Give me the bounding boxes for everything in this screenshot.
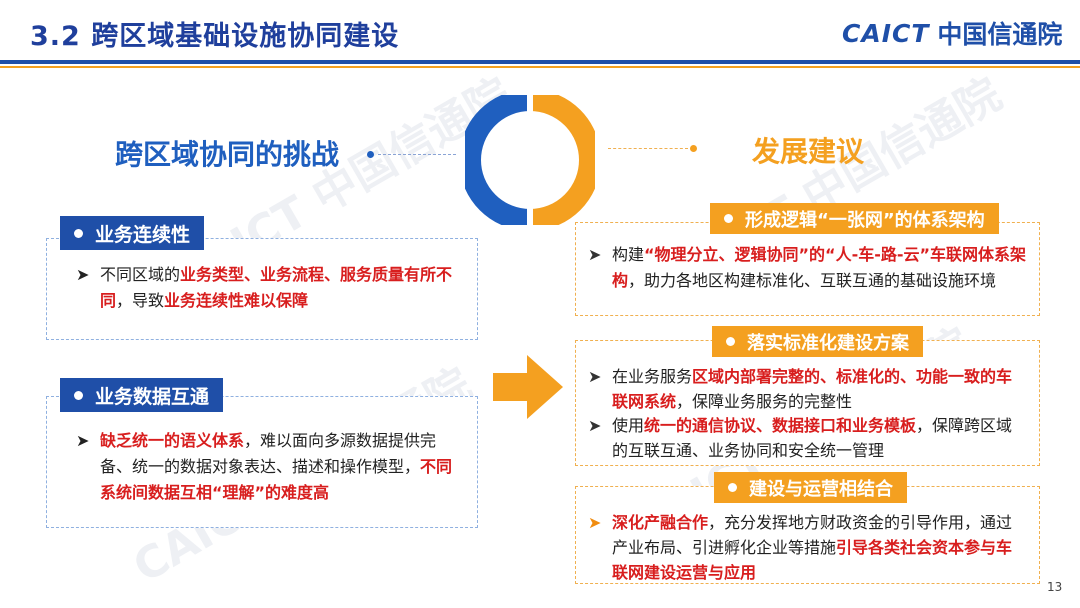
- leader-dot: [690, 145, 697, 152]
- suggestion-item: ➤ 构建“物理分立、逻辑协同”的“人-车-路-云”车联网体系架构，助力各地区构建标…: [588, 242, 1028, 294]
- body-text: ，导致: [116, 291, 165, 310]
- highlight-text: 深化产融合作: [612, 513, 709, 532]
- body-text: 使用: [612, 416, 645, 435]
- donut-orange-half: [529, 95, 595, 225]
- body-text: ，充分发挥地方财政资金的引导作用，通过产业布局、引进孵化企业等措施: [612, 513, 1013, 557]
- body-text: ，助力各地区构建标准化、互联互通的基础设施环境: [628, 271, 997, 290]
- bullet-arrow-icon: ➤: [588, 367, 602, 386]
- suggestion-tag: 建设与运营相结合: [714, 472, 907, 503]
- challenge-card-continuity: [46, 238, 478, 340]
- bullet-arrow-icon: ➤: [76, 431, 90, 450]
- page-title: 3.2 跨区域基础设施协同建设: [30, 21, 400, 52]
- header-rule-blue: [0, 60, 1080, 64]
- body-text: ，保障跨区域的互联互通、业务协同和安全统一管理: [612, 416, 1013, 460]
- highlight-text: 业务类型、业务流程、服务质量有所不同: [100, 265, 453, 310]
- highlight-text: 区域内部署完整的、标准化的、功能一致的车联网系统: [612, 367, 1013, 411]
- highlight-text: “物理分立、逻辑协同”的“人-车-路-云”车联网体系架构: [612, 245, 1027, 290]
- suggestion-tag-label: 形成逻辑“一张网”的体系架构: [745, 209, 985, 231]
- bullet-arrow-icon: ➤: [588, 513, 602, 532]
- challenge-card-data: [46, 396, 478, 528]
- item-text: 使用统一的通信协议、数据接口和业务模板，保障跨区域的互联互通、业务协同和安全统一…: [612, 413, 1028, 463]
- highlight-text: 引导各类社会资本参与车联网建设运营与应用: [612, 538, 1013, 582]
- item-text: 不同区域的业务类型、业务流程、服务质量有所不同，导致业务连续性难以保障: [100, 262, 468, 314]
- suggestion-tag: 落实标准化建设方案: [712, 326, 923, 357]
- logo-chinese: 中国信通院: [937, 20, 1063, 49]
- donut-graphic: [465, 95, 595, 225]
- highlight-text: 不同系统间数据互相“理解”的难度高: [100, 457, 453, 502]
- challenge-item: ➤ 缺乏统一的语义体系，难以面向多源数据提供完备、统一的数据对象表达、描述和操作模…: [76, 428, 468, 506]
- bullet-arrow-icon: ➤: [76, 265, 90, 284]
- item-text: 构建“物理分立、逻辑协同”的“人-车-路-云”车联网体系架构，助力各地区构建标准…: [612, 242, 1028, 294]
- suggestion-item: ➤ 深化产融合作，充分发挥地方财政资金的引导作用，通过产业布局、引进孵化企业等措施…: [588, 510, 1028, 585]
- bullet-arrow-icon: ➤: [588, 416, 602, 435]
- item-text: 深化产融合作，充分发挥地方财政资金的引导作用，通过产业布局、引进孵化企业等措施引…: [612, 510, 1028, 585]
- page-number: 13: [1047, 580, 1063, 594]
- logo-english: CAICT: [842, 18, 930, 48]
- challenge-tag: 业务连续性: [60, 216, 205, 250]
- header-rule-orange: [0, 66, 1080, 68]
- suggestion-item: ➤ 使用统一的通信协议、数据接口和业务模板，保障跨区域的互联互通、业务协同和安全统…: [588, 413, 1028, 463]
- suggestion-tag-label: 落实标准化建设方案: [747, 332, 909, 354]
- body-text: ，难以面向多源数据提供完备、统一的数据对象表达、描述和操作模型，: [100, 431, 437, 476]
- leader-line: [378, 154, 456, 155]
- body-text: ，保障业务服务的完整性: [676, 392, 853, 411]
- suggestions-heading: 发展建议: [752, 135, 865, 168]
- suggestion-tag: 形成逻辑“一张网”的体系架构: [710, 203, 999, 234]
- item-text: 缺乏统一的语义体系，难以面向多源数据提供完备、统一的数据对象表达、描述和操作模型…: [100, 428, 468, 506]
- highlight-text: 缺乏统一的语义体系: [100, 431, 245, 450]
- body-text: 在业务服务: [612, 367, 693, 386]
- leader-dot: [367, 151, 374, 158]
- leader-line: [608, 148, 688, 149]
- suggestion-item: ➤ 在业务服务区域内部署完整的、标准化的、功能一致的车联网系统，保障业务服务的完整…: [588, 364, 1028, 414]
- caict-logo: CAICT 中国信通院: [842, 15, 1062, 51]
- donut-blue-half: [465, 95, 531, 225]
- highlight-text: 业务连续性难以保障: [164, 291, 309, 310]
- challenge-item: ➤ 不同区域的业务类型、业务流程、服务质量有所不同，导致业务连续性难以保障: [76, 262, 468, 314]
- body-text: 不同区域的: [100, 265, 181, 284]
- bullet-arrow-icon: ➤: [588, 245, 602, 264]
- right-arrow-icon: [493, 355, 563, 419]
- challenges-heading: 跨区域协同的挑战: [115, 138, 340, 171]
- challenge-tag: 业务数据互通: [60, 378, 224, 412]
- highlight-text: 统一的通信协议、数据接口和业务模板: [644, 416, 917, 435]
- item-text: 在业务服务区域内部署完整的、标准化的、功能一致的车联网系统，保障业务服务的完整性: [612, 364, 1028, 414]
- body-text: 构建: [612, 245, 645, 264]
- challenge-tag-label: 业务数据互通: [95, 385, 210, 408]
- challenge-tag-label: 业务连续性: [95, 223, 191, 246]
- suggestion-tag-label: 建设与运营相结合: [749, 478, 893, 500]
